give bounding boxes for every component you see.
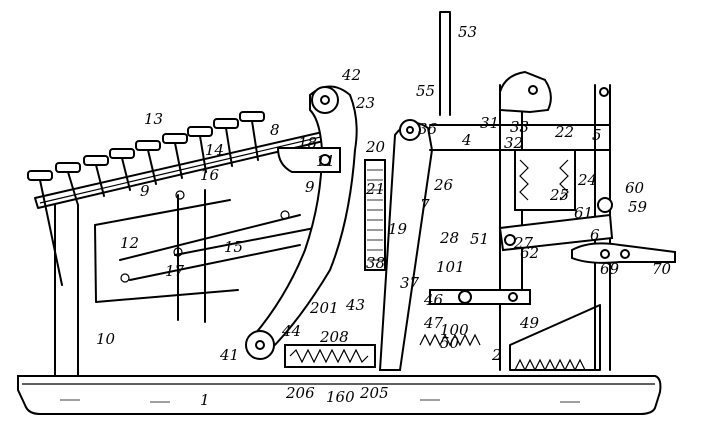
label-19: 19 xyxy=(388,220,408,238)
label-201: 201 xyxy=(309,299,339,317)
label-17: 17 xyxy=(165,262,185,280)
label-41: 41 xyxy=(219,346,239,364)
label-160: 160 xyxy=(326,388,355,406)
label-38: 38 xyxy=(366,254,385,272)
label-21: 21 xyxy=(365,180,385,198)
label-27: 27 xyxy=(513,234,534,252)
upright-rod xyxy=(439,11,451,116)
label-55: 55 xyxy=(416,82,435,100)
label-11: 11 xyxy=(316,152,335,170)
label-62: 62 xyxy=(520,244,539,262)
curved-lever xyxy=(245,85,358,360)
label-42: 42 xyxy=(341,66,361,84)
label-23: 23 xyxy=(355,94,375,112)
label-13: 13 xyxy=(144,110,163,128)
label-20: 20 xyxy=(365,138,386,156)
label-1: 1 xyxy=(200,391,210,409)
label-100: 100 xyxy=(440,321,469,339)
reference-numerals: 1 2 4 5 6 7 8 9 9 10 11 12 13 14 15 16 1… xyxy=(96,23,672,409)
key-levers xyxy=(94,189,331,323)
base-plate xyxy=(17,375,662,415)
label-32: 32 xyxy=(504,134,523,152)
label-53: 53 xyxy=(458,23,477,41)
label-28: 28 xyxy=(439,229,459,247)
spring-160 xyxy=(284,344,376,368)
slide-bar xyxy=(429,289,531,305)
label-15: 15 xyxy=(224,238,243,256)
label-59: 59 xyxy=(628,198,648,216)
label-36: 36 xyxy=(418,120,438,138)
label-14: 14 xyxy=(205,141,224,159)
label-61: 61 xyxy=(574,204,593,222)
label-37: 37 xyxy=(400,274,420,292)
label-69: 69 xyxy=(600,260,620,278)
label-208: 208 xyxy=(319,328,349,346)
label-101: 101 xyxy=(436,258,465,276)
label-206: 206 xyxy=(285,384,315,402)
label-33: 33 xyxy=(510,118,529,136)
operating-handle xyxy=(498,197,676,264)
spring-bundle xyxy=(364,159,386,271)
label-2: 2 xyxy=(491,346,502,364)
label-25: 25 xyxy=(549,186,569,204)
label-43: 43 xyxy=(345,296,365,314)
label-10: 10 xyxy=(96,330,116,348)
label-49: 49 xyxy=(519,314,540,332)
label-22: 22 xyxy=(554,123,574,141)
toothed-rack xyxy=(419,304,601,372)
label-205: 205 xyxy=(359,384,389,402)
label-31: 31 xyxy=(480,114,499,132)
label-12: 12 xyxy=(120,234,139,252)
label-5: 5 xyxy=(592,126,602,144)
label-26: 26 xyxy=(433,176,454,194)
label-46: 46 xyxy=(423,291,444,309)
label-70: 70 xyxy=(652,260,672,278)
label-51: 51 xyxy=(470,230,489,248)
label-4: 4 xyxy=(461,131,472,149)
label-9a: 9 xyxy=(140,182,150,200)
label-44: 44 xyxy=(281,322,301,340)
bracket xyxy=(276,147,341,173)
label-7: 7 xyxy=(420,196,430,214)
label-6: 6 xyxy=(590,226,600,244)
label-60: 60 xyxy=(625,179,645,197)
left-post xyxy=(54,204,79,377)
label-50: 50 xyxy=(440,334,460,352)
gear-rack xyxy=(514,149,576,211)
label-16: 16 xyxy=(200,166,220,184)
label-24: 24 xyxy=(577,171,597,189)
label-8: 8 xyxy=(270,121,280,139)
center-lever xyxy=(378,119,434,371)
label-9b: 9 xyxy=(305,178,315,196)
label-47: 47 xyxy=(423,314,444,332)
label-18: 18 xyxy=(298,134,317,152)
keys xyxy=(27,111,265,286)
